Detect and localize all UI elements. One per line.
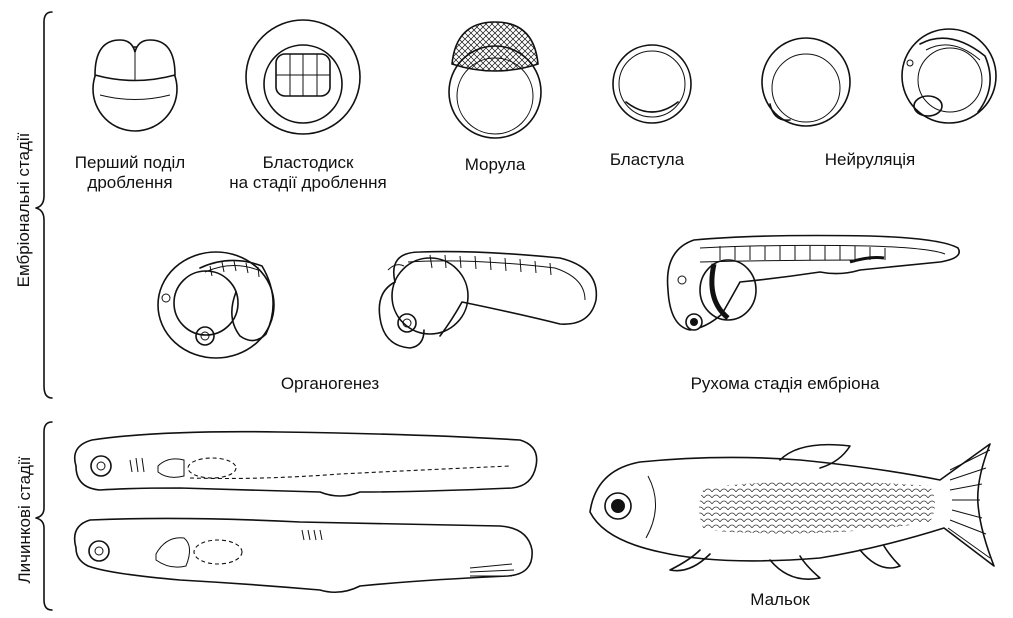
motile-embryo-label: Рухома стадія ембріона (660, 374, 910, 394)
neurulation-egg-2 (902, 29, 996, 123)
blastodisc-label-line2: на стадії дроблення (218, 173, 398, 193)
larva-2 (75, 518, 533, 592)
larval-stages-label: Личинкові стадії (15, 445, 35, 595)
organogenesis-embryo-1 (158, 252, 274, 358)
blastodisc-label: Бластодиск на стадії дроблення (218, 153, 398, 193)
first-cleavage-egg (93, 40, 177, 131)
organogenesis-embryo-2 (379, 252, 596, 348)
larval-bracket (36, 422, 52, 610)
organogenesis-label: Органогенез (260, 374, 400, 394)
blastula-label: Бластула (592, 150, 702, 170)
first-cleavage-label: Перший поділ дроблення (60, 153, 200, 193)
neurulation-label: Нейруляція (800, 150, 940, 170)
first-cleavage-label-line2: дроблення (60, 173, 200, 193)
neurulation-egg-1 (762, 38, 850, 126)
blastodisc-label-line1: Бластодиск (218, 153, 398, 173)
larva-1 (75, 432, 537, 496)
morula-label: Морула (440, 155, 550, 175)
embryonic-stages-label: Ембріональні стадії (14, 125, 34, 295)
blastula-egg (613, 45, 691, 123)
fry-label: Мальок (735, 590, 825, 610)
morula-egg (449, 22, 541, 138)
embryonic-bracket (36, 12, 52, 398)
motile-embryo (668, 236, 960, 331)
fry-fish (590, 444, 994, 579)
first-cleavage-label-line1: Перший поділ (60, 153, 200, 173)
blastodisc-egg (246, 20, 360, 134)
